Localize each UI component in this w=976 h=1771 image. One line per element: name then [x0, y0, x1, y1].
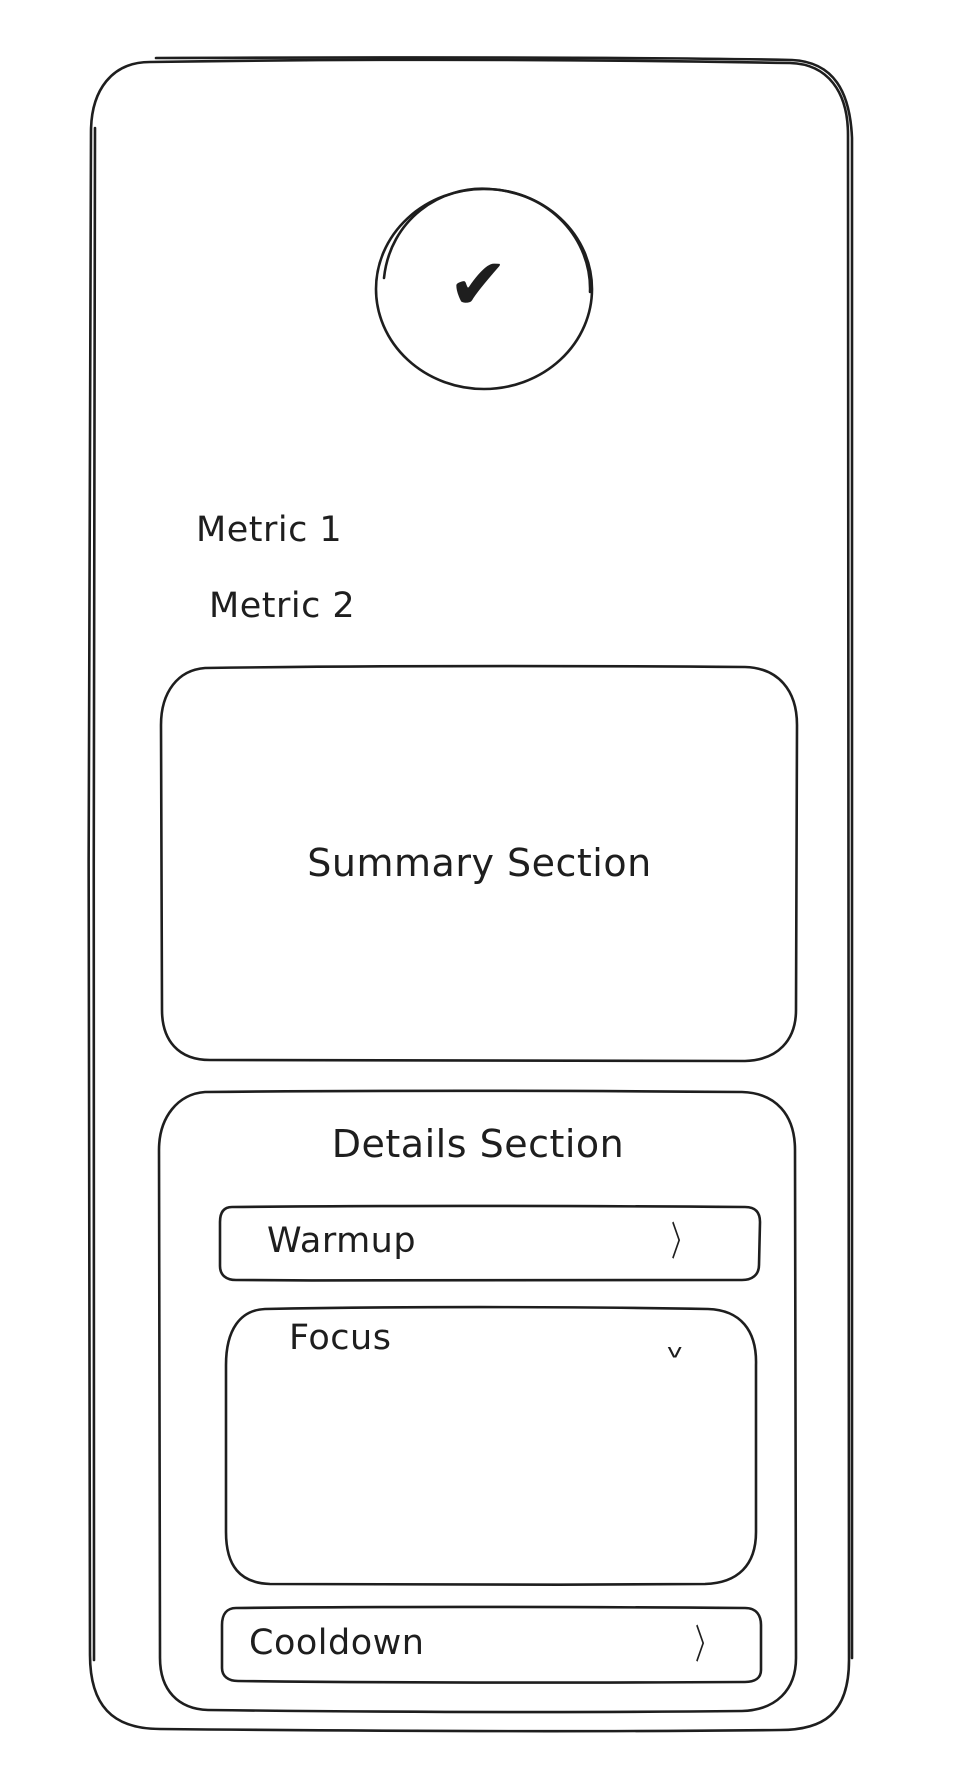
focus-panel-content — [236, 1369, 746, 1569]
metric-2: Metric 2 — [209, 586, 356, 626]
accordion-row-warmup[interactable]: Warmup 〉 — [220, 1207, 760, 1280]
chevron-right-icon[interactable]: 〉 — [695, 1622, 717, 1668]
details-section-title: Details Section — [331, 1122, 625, 1166]
chevron-down-icon[interactable]: v — [667, 1341, 683, 1363]
accordion-row-focus[interactable]: Focus v — [226, 1309, 756, 1584]
accordion-row-cooldown[interactable]: Cooldown 〉 — [222, 1608, 761, 1682]
summary-section-title: Summary Section — [307, 841, 652, 885]
checkmark-icon: ✔ — [448, 242, 509, 326]
accordion-label-warmup: Warmup — [267, 1221, 417, 1261]
checkmark-circle-icon: ✔ — [448, 248, 509, 320]
chevron-right-icon[interactable]: 〉 — [671, 1219, 693, 1265]
accordion-label-cooldown: Cooldown — [249, 1623, 425, 1663]
metric-1: Metric 1 — [196, 510, 343, 550]
accordion-label-focus: Focus — [289, 1318, 392, 1358]
